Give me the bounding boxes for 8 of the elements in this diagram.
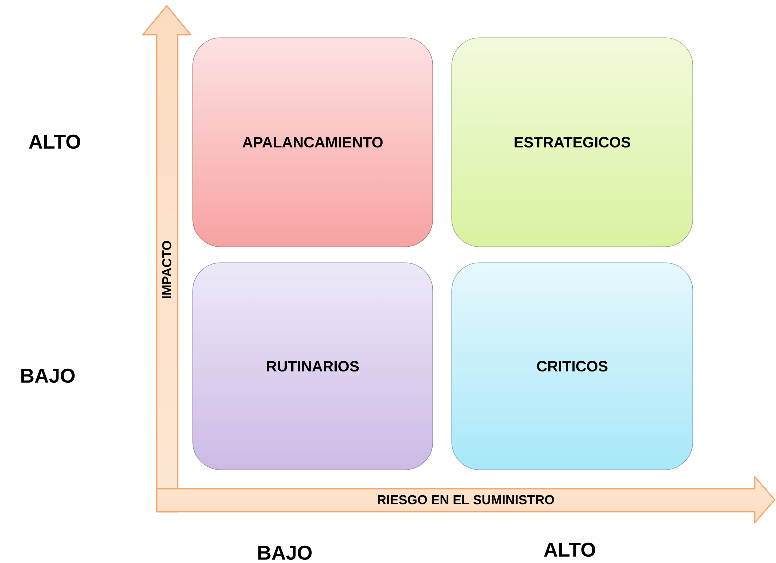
quadrant-box: CRITICOS: [452, 262, 694, 470]
quadrant-box: ESTRATEGICOS: [452, 38, 694, 248]
axis-label: IMPACTO: [162, 241, 172, 298]
level-label: ALTO: [544, 542, 596, 558]
level-label: BAJO: [258, 546, 312, 560]
axis-label: RIESGO EN EL SUMINISTRO: [378, 495, 554, 505]
level-label: ALTO: [29, 134, 80, 150]
level-label: BAJO: [22, 368, 75, 384]
